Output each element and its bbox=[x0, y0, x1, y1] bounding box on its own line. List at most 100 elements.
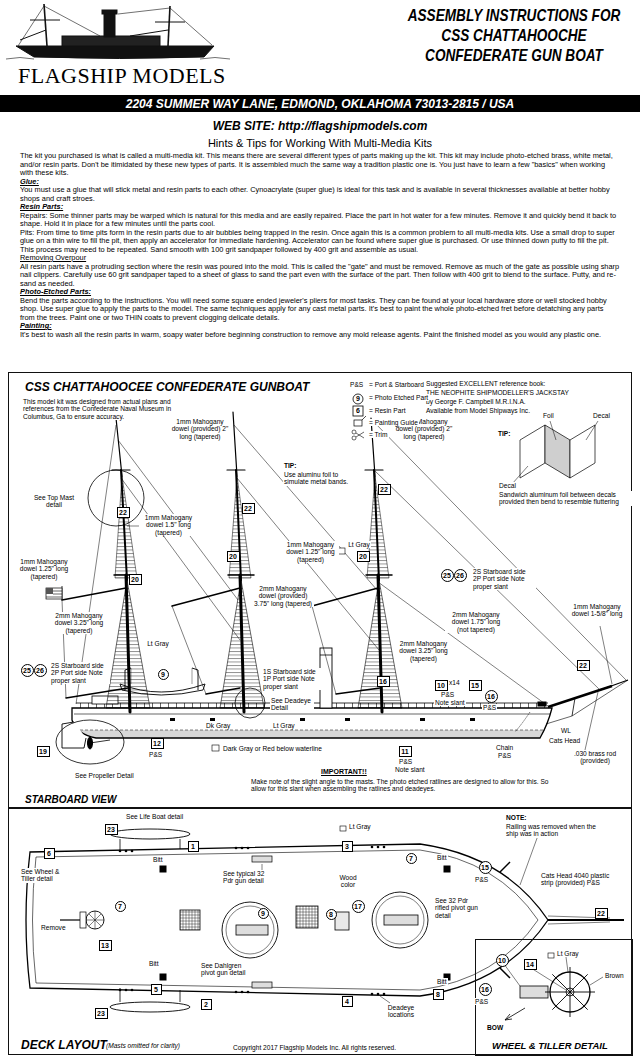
callout-circle: 9 bbox=[258, 908, 269, 919]
callout-circle: 25 bbox=[21, 664, 34, 677]
line-art bbox=[119, 846, 386, 996]
line-art bbox=[62, 412, 392, 712]
callout-number: 8 bbox=[436, 990, 440, 999]
callout-square: 22 bbox=[378, 484, 391, 495]
line-art bbox=[505, 1008, 525, 1020]
callout-label: 1S Starboard side 1P Port side Note prop… bbox=[262, 668, 326, 690]
callout-number: 19 bbox=[39, 747, 47, 756]
line-art bbox=[172, 606, 206, 694]
callout-number: 10 bbox=[498, 955, 506, 966]
line-art bbox=[520, 986, 548, 998]
callout-number: 2 bbox=[204, 1000, 208, 1009]
line-art bbox=[352, 430, 356, 434]
callout-square: 23 bbox=[105, 824, 118, 835]
callout-number: 25 bbox=[443, 570, 451, 581]
line-art bbox=[590, 977, 603, 985]
line-art bbox=[46, 588, 53, 594]
address-band: 2204 SUMMER WAY LANE, EDMOND, OKLAHOMA 7… bbox=[0, 95, 640, 112]
hint-paragraph: You must use a glue that will stick meta… bbox=[20, 186, 620, 203]
callout-label: See Deadeye Detail bbox=[270, 697, 314, 712]
line-art bbox=[377, 993, 380, 996]
line-art bbox=[26, 844, 548, 996]
line-art bbox=[227, 469, 245, 470]
line-art bbox=[384, 915, 418, 925]
legend-text: = Painting Guide bbox=[368, 419, 419, 426]
line-art bbox=[62, 722, 86, 748]
callout-label: 2S Starboard side 2P Port side Note prop… bbox=[50, 662, 110, 684]
callout-circle: 8 bbox=[326, 909, 337, 920]
line-art bbox=[118, 440, 238, 600]
line-art bbox=[240, 575, 244, 712]
line-art bbox=[168, 6, 170, 46]
callout-square: 3 bbox=[342, 841, 353, 852]
line-art bbox=[371, 418, 375, 476]
line-art bbox=[235, 847, 238, 850]
callout-number: 9 bbox=[261, 909, 265, 918]
line-art bbox=[46, 588, 62, 599]
callout-label: Dark Gray or Red below waterline bbox=[222, 745, 323, 752]
line-art bbox=[80, 730, 545, 731]
line-art bbox=[104, 12, 115, 37]
line-art bbox=[170, 8, 212, 45]
hint-paragraph: Bend the parts according to the instruct… bbox=[20, 297, 620, 323]
callout-label: Use aluminu foil to simulate metal bands… bbox=[283, 471, 357, 486]
diagram-panel: DECK LAYOUT6231371522137981752324816WHEE… bbox=[8, 808, 632, 1055]
hint-paragraph: All resin parts have a protruding sectio… bbox=[20, 263, 620, 289]
brand-name: FLAGSHIP MODELS bbox=[18, 63, 226, 89]
line-art bbox=[212, 745, 219, 751]
callout-label: Cats Head bbox=[548, 737, 581, 744]
line-art bbox=[515, 712, 530, 732]
callout-label: P&S bbox=[482, 704, 497, 711]
callout-label: 2mm Mahogany dowel 3.25" long (tapered) bbox=[52, 612, 106, 634]
callout-label: P&S bbox=[349, 381, 364, 388]
panel-heading: WHEEL & TILLER DETAIL bbox=[490, 1040, 610, 1051]
line-art bbox=[120, 839, 180, 1002]
document-title: ASSEMBLY INSTRUCTIONS FOR CSS CHATTAHOOC… bbox=[398, 6, 630, 66]
line-art bbox=[210, 718, 215, 721]
line-art bbox=[80, 912, 86, 928]
line-art bbox=[546, 716, 572, 724]
callout-number: 14 bbox=[526, 960, 534, 969]
callout-label: Make note of the slight angle to the mas… bbox=[250, 778, 552, 793]
line-art bbox=[335, 912, 349, 930]
callout-label: Brown bbox=[604, 972, 625, 979]
line-art bbox=[320, 655, 332, 656]
diagram-panel: CSS CHATTAHOOCEE CONFEDERATE GUNBOATSTAR… bbox=[8, 372, 632, 808]
line-art bbox=[585, 692, 598, 750]
callout-square: 1 bbox=[188, 841, 199, 852]
callout-square: 20 bbox=[129, 574, 142, 585]
callout-square: 11 bbox=[399, 746, 412, 757]
callout-label: NOTE: bbox=[505, 814, 528, 821]
line-art bbox=[550, 421, 556, 440]
callout-label: 1mm Mahogany dowel 1-5/8" long bbox=[568, 603, 626, 618]
line-art bbox=[116, 418, 122, 476]
callout-number: 11 bbox=[401, 747, 408, 756]
callout-square: 2 bbox=[201, 999, 212, 1010]
callout-label: Decal bbox=[592, 412, 611, 419]
callout-label: Remove bbox=[40, 924, 67, 931]
line-art bbox=[356, 433, 364, 438]
callout-label: See Life Boat detail bbox=[125, 813, 184, 820]
line-art bbox=[125, 989, 128, 992]
line-art bbox=[172, 588, 240, 606]
hint-heading: Glue: bbox=[20, 178, 620, 187]
line-art bbox=[252, 856, 272, 862]
callout-label: Note slant bbox=[434, 699, 466, 706]
line-art bbox=[180, 910, 200, 930]
line-art bbox=[66, 688, 128, 698]
line-art bbox=[470, 718, 475, 721]
section-title: Hints & Tips for Working With Multi-Medi… bbox=[0, 137, 640, 150]
line-art bbox=[86, 911, 104, 929]
callout-circle: 26 bbox=[34, 664, 47, 677]
line-art bbox=[16, 46, 214, 59]
callout-label: Bitt bbox=[152, 856, 164, 863]
line-art bbox=[121, 478, 240, 640]
callout-label: 1mm Mahogany dowel 1.25" long (tapered) bbox=[18, 558, 70, 580]
line-art bbox=[312, 588, 378, 606]
line-art bbox=[46, 591, 62, 597]
callout-number: 23 bbox=[97, 1009, 105, 1018]
callout-label: See Top Mast detail bbox=[28, 494, 80, 509]
callout-label: THE NEOPHITE SHIPMODELLER'S JACKSTAY bbox=[425, 389, 570, 396]
callout-label: See Wheel & Tiller detail bbox=[20, 868, 68, 883]
line-art bbox=[110, 1002, 190, 1012]
